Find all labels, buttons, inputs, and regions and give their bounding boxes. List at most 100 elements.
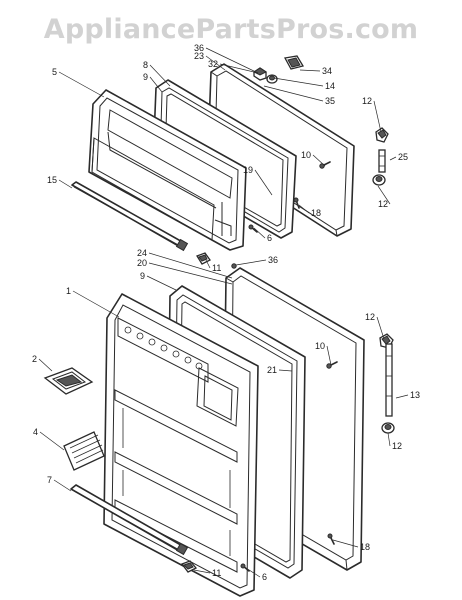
freezer-lower-hinge bbox=[372, 174, 386, 186]
callout-number: 11 bbox=[212, 263, 221, 273]
callout-number: 34 bbox=[322, 66, 332, 76]
callout-leader-line bbox=[254, 169, 273, 196]
callout-35: 35 bbox=[263, 85, 335, 106]
fresh-food-door-assembly bbox=[43, 263, 395, 597]
callout-leader-line bbox=[245, 567, 261, 578]
callout-number: 11 bbox=[212, 568, 221, 578]
callout-leader-line bbox=[373, 100, 382, 133]
fresh-food-stop bbox=[231, 263, 237, 269]
callout-number: 36 bbox=[268, 255, 278, 265]
callout-number: 24 bbox=[137, 248, 147, 258]
freezer-door-assembly bbox=[71, 55, 389, 265]
callout-number: 35 bbox=[325, 96, 335, 106]
callout-leader-line bbox=[72, 290, 120, 318]
callout-11: 11 bbox=[193, 568, 221, 578]
callout-number: 18 bbox=[311, 208, 321, 218]
callout-number: 6 bbox=[267, 233, 272, 243]
callout-number: 14 bbox=[325, 81, 335, 91]
callout-number: 10 bbox=[301, 150, 311, 160]
callout-15: 15 bbox=[47, 175, 73, 189]
callout-number: 21 bbox=[267, 365, 277, 375]
freezer-handle-cap bbox=[283, 55, 305, 70]
callout-12: 12 bbox=[387, 432, 402, 451]
freezer-shelf-bar bbox=[71, 181, 189, 252]
callout-leader-line bbox=[263, 85, 324, 102]
callout-number: 12 bbox=[392, 441, 402, 451]
callout-25: 25 bbox=[389, 152, 408, 162]
callout-10: 10 bbox=[301, 150, 326, 167]
freezer-screw-6 bbox=[248, 224, 258, 233]
fresh-food-screw-18 bbox=[327, 533, 335, 545]
fresh-food-lower-hinge bbox=[381, 422, 395, 434]
callout-number: 25 bbox=[398, 152, 408, 162]
freezer-screw-18 bbox=[293, 197, 300, 209]
callout-leader-line bbox=[278, 369, 293, 372]
freezer-upper-hinge bbox=[375, 127, 389, 143]
callout-leader-line bbox=[332, 539, 359, 548]
callout-leader-line bbox=[387, 432, 391, 447]
callout-leader-line bbox=[149, 64, 171, 87]
callout-number: 9 bbox=[140, 271, 145, 281]
fresh-food-screw-10 bbox=[326, 361, 338, 369]
fresh-food-door-liner bbox=[103, 293, 259, 597]
callout-6: 6 bbox=[253, 227, 272, 243]
callout-number: 32 bbox=[208, 59, 218, 69]
callout-7: 7 bbox=[47, 475, 72, 492]
callout-11: 11 bbox=[205, 259, 221, 273]
callout-4: 4 bbox=[33, 427, 65, 451]
callout-18: 18 bbox=[298, 204, 321, 218]
callout-12: 12 bbox=[362, 96, 382, 133]
callout-number: 23 bbox=[194, 51, 204, 61]
callout-leader-line bbox=[149, 76, 163, 93]
callout-23: 23 bbox=[194, 51, 226, 71]
callout-leader-line bbox=[53, 479, 72, 492]
callout-number: 7 bbox=[47, 475, 52, 485]
callout-leader-line bbox=[298, 204, 310, 214]
callout-number: 1 bbox=[66, 286, 71, 296]
callout-leader-line bbox=[235, 259, 267, 266]
freezer-bumper bbox=[266, 74, 278, 84]
callout-number: 36 bbox=[194, 43, 204, 53]
fresh-food-hinge-pin bbox=[385, 343, 393, 417]
shelf-insert bbox=[63, 431, 105, 471]
callout-10: 10 bbox=[315, 341, 332, 366]
callout-21: 21 bbox=[267, 365, 293, 375]
callout-number: 12 bbox=[362, 96, 372, 106]
callout-12: 12 bbox=[365, 312, 385, 340]
callout-9: 9 bbox=[140, 271, 177, 291]
callout-36: 36 bbox=[194, 43, 259, 74]
callout-number: 4 bbox=[33, 427, 38, 437]
callout-number: 6 bbox=[262, 572, 267, 582]
callout-12: 12 bbox=[377, 185, 391, 209]
callout-leader-line bbox=[205, 47, 259, 74]
fresh-food-shelf-bar bbox=[70, 484, 189, 556]
callout-9: 9 bbox=[143, 72, 163, 93]
freezer-stop-block bbox=[253, 67, 267, 81]
callout-number: 19 bbox=[243, 165, 253, 175]
callout-number: 8 bbox=[143, 60, 148, 70]
callout-leader-line bbox=[39, 431, 65, 451]
fresh-food-plug bbox=[180, 560, 198, 573]
callout-leader-line bbox=[58, 179, 73, 189]
callout-24: 24 bbox=[137, 248, 233, 279]
callout-leader-line bbox=[58, 71, 105, 98]
callout-leader-line bbox=[205, 55, 226, 71]
fresh-food-screw-6 bbox=[240, 563, 250, 572]
callout-leader-line bbox=[148, 252, 233, 279]
callout-leader-line bbox=[326, 345, 332, 366]
callout-14: 14 bbox=[273, 77, 335, 91]
callout-5: 5 bbox=[52, 67, 105, 98]
callout-13: 13 bbox=[395, 390, 420, 400]
callout-leader-line bbox=[312, 154, 326, 167]
callout-2: 2 bbox=[32, 354, 53, 372]
callout-number: 12 bbox=[378, 199, 388, 209]
callout-number: 13 bbox=[410, 390, 420, 400]
callout-number: 12 bbox=[365, 312, 375, 322]
callout-leader-line bbox=[395, 394, 409, 399]
callout-32: 32 bbox=[208, 59, 259, 74]
callout-number: 18 bbox=[360, 542, 370, 552]
callout-number: 20 bbox=[137, 258, 147, 268]
small-bin bbox=[43, 367, 94, 395]
callout-leader-line bbox=[299, 69, 321, 72]
